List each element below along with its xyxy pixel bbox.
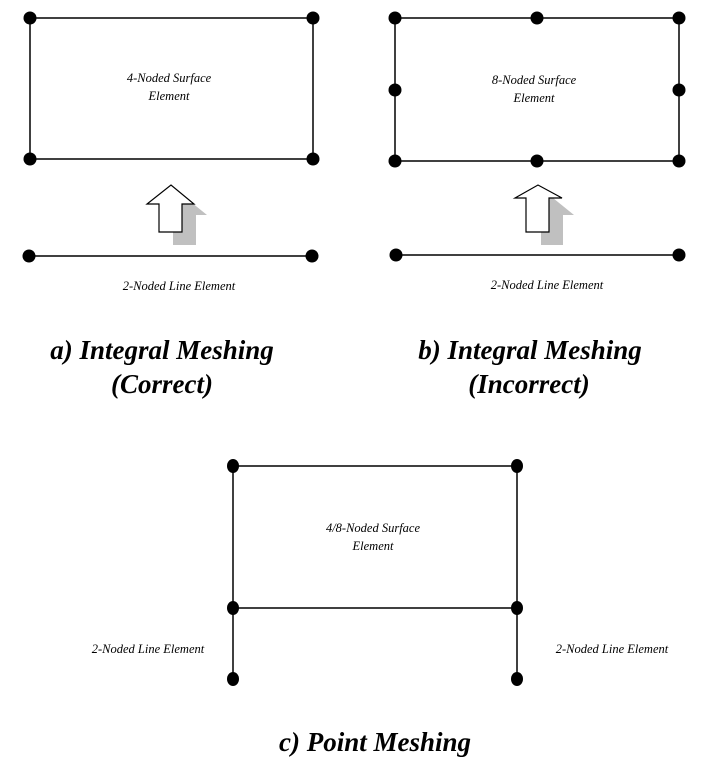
surface-element-a [29,17,314,160]
node-b-bottom-mid [530,154,544,168]
surface-label-c-line1: 4/8-Noded Surface [326,521,421,535]
surface-element-b [394,17,680,162]
caption-c: c) Point Meshing [279,727,471,757]
node-b-mid-left [388,83,402,97]
node-c-top-right [511,459,523,473]
node-b-top-mid [530,11,544,25]
node-c-bottom-left [227,601,239,615]
node-a-top-left [23,11,37,25]
node-b-line-left [389,248,403,262]
surface-label-b-line2: Element [513,91,555,105]
line-label-c-left: 2-Noded Line Element [92,642,205,656]
node-b-top-left [388,11,402,25]
surface-label-a-line2: Element [148,89,190,103]
node-a-bottom-right [306,152,320,166]
node-b-top-right [672,11,686,25]
line-label-a: 2-Noded Line Element [123,279,236,293]
up-arrow-icon [145,184,207,245]
surface-label-b-line1: 8-Noded Surface [492,73,577,87]
node-a-line-right [305,249,319,263]
node-c-top-left [227,459,239,473]
node-a-top-right [306,11,320,25]
surface-label-a-line1: 4-Noded Surface [127,71,212,85]
panel-c-point-meshing: 4/8-Noded Surface Element 2-Noded Line E… [92,459,669,757]
arrow-body [145,184,196,233]
node-c-bottom-right [511,601,523,615]
node-c-leg-left [227,672,239,686]
surface-label-c-line2: Element [352,539,394,553]
panel-a-integral-correct: 4-Noded Surface Element 2-Noded Line Ele… [22,11,320,399]
line-label-b: 2-Noded Line Element [491,278,604,292]
node-b-bottom-right [672,154,686,168]
surface-element-c [232,465,518,609]
up-arrow-icon [512,184,574,245]
node-a-bottom-left [23,152,37,166]
caption-b-line2: (Incorrect) [468,369,589,399]
caption-a-line1: a) Integral Meshing [50,335,274,365]
line-label-c-right: 2-Noded Line Element [556,642,669,656]
node-b-bottom-left [388,154,402,168]
node-b-mid-right [672,83,686,97]
panel-b-integral-incorrect: 8-Noded Surface Element 2-Noded Line Ele… [388,11,686,399]
node-b-line-right [672,248,686,262]
caption-b-line1: b) Integral Meshing [418,335,642,365]
node-c-leg-right [511,672,523,686]
arrow-body [512,184,563,233]
node-a-line-left [22,249,36,263]
caption-a-line2: (Correct) [111,369,213,399]
